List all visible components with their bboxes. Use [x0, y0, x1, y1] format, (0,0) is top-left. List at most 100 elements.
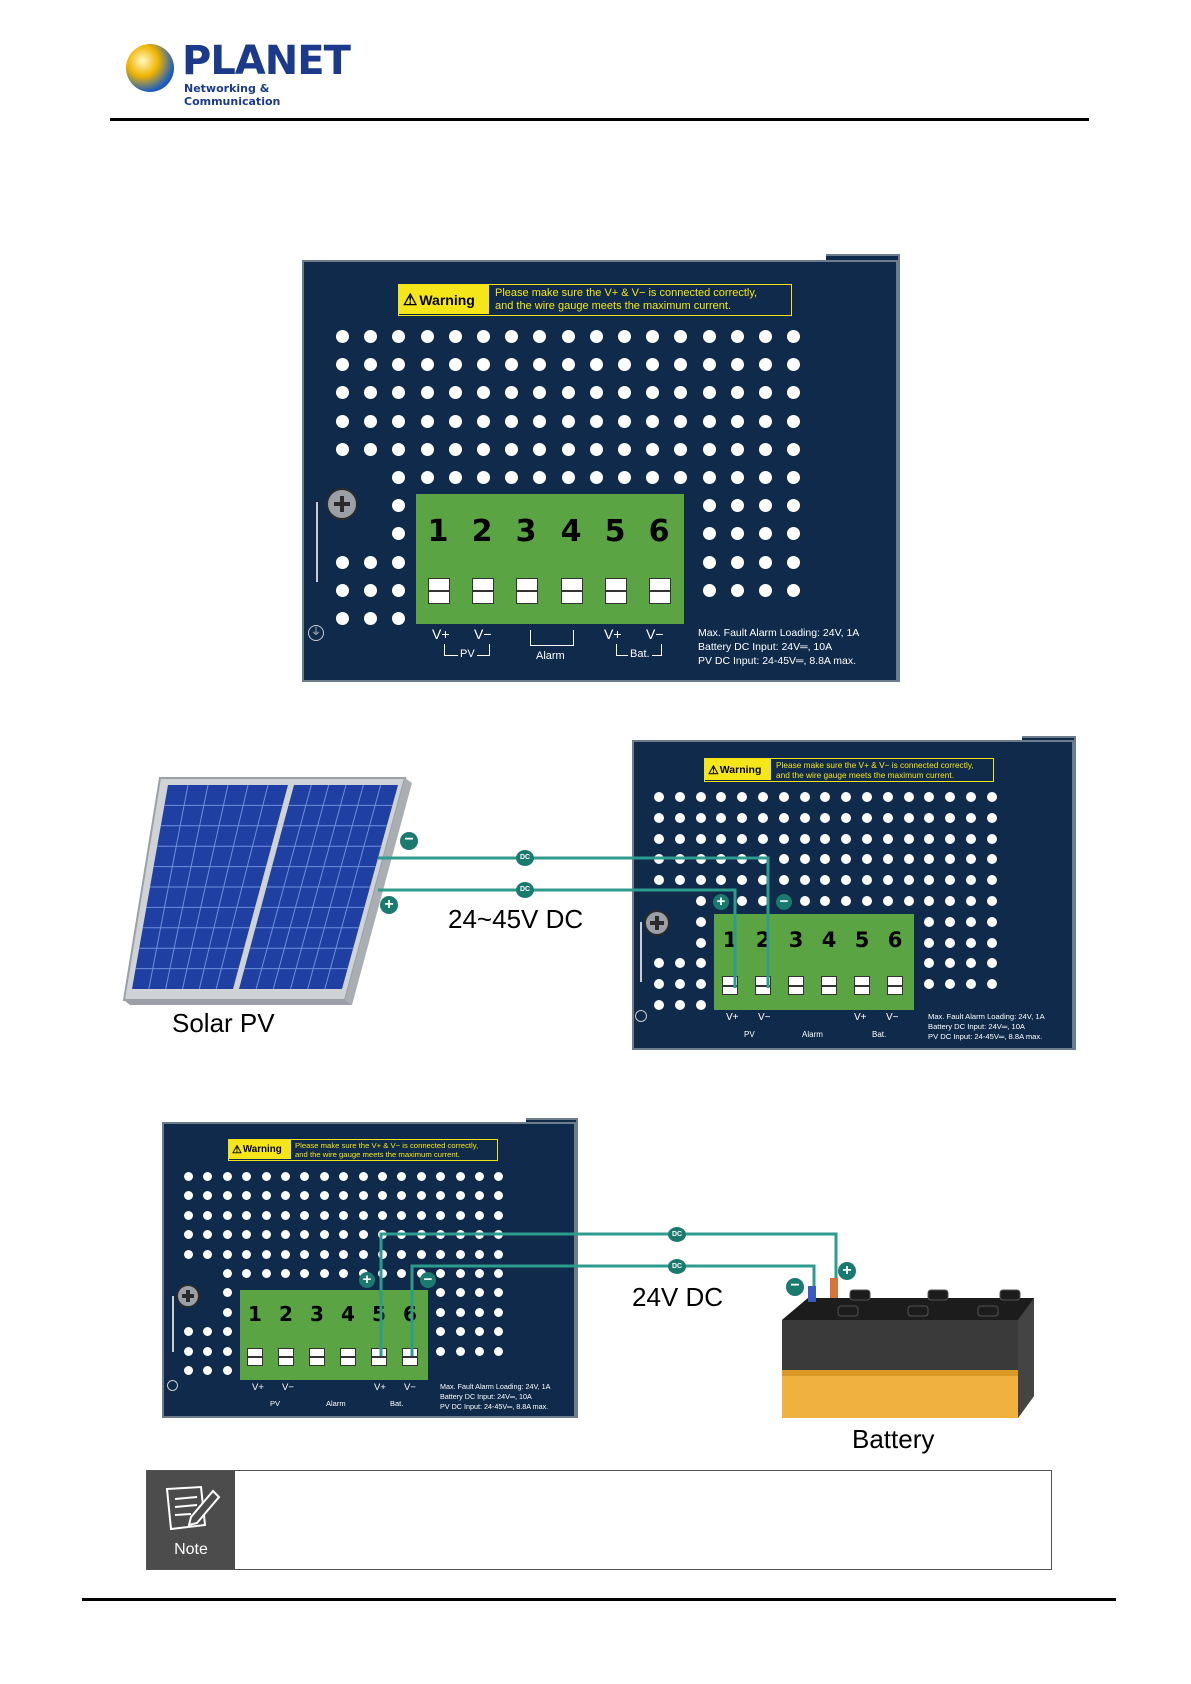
vent-hole — [882, 896, 893, 906]
terminal-socket[interactable] — [402, 1348, 418, 1366]
vent-hole — [300, 1230, 310, 1240]
vent-hole — [475, 1172, 484, 1181]
vent-hole — [702, 499, 716, 513]
minus-terminal-icon: − — [420, 1272, 436, 1288]
vent-hole — [378, 1172, 387, 1181]
vent-hole — [730, 386, 744, 400]
warning-triangle-icon: ⚠ — [403, 291, 418, 309]
vent-hole — [364, 358, 378, 372]
terminal-socket[interactable] — [561, 578, 583, 604]
vent-hole — [702, 442, 716, 456]
vent-hole — [674, 414, 688, 428]
vent-hole — [945, 896, 956, 906]
vent-hole — [448, 330, 462, 343]
vent-hole — [300, 1269, 310, 1278]
vent-hole — [392, 555, 406, 569]
vent-hole — [364, 612, 378, 625]
vent-hole — [737, 896, 748, 906]
logo-tagline: Networking & Communication — [184, 82, 281, 108]
terminal-socket[interactable] — [887, 976, 903, 995]
vent-hole — [986, 937, 997, 948]
vent-hole — [945, 833, 956, 844]
vent-hole — [203, 1210, 213, 1220]
terminal-socket[interactable] — [821, 976, 837, 995]
vent-hole — [787, 414, 801, 428]
vent-hole — [505, 386, 519, 400]
vent-hole — [336, 386, 349, 400]
terminal-socket[interactable] — [247, 1348, 263, 1366]
vent-hole — [448, 471, 462, 484]
vent-hole — [589, 414, 603, 428]
vent-hole — [184, 1249, 193, 1259]
vent-hole — [336, 442, 349, 456]
vent-hole — [561, 471, 575, 484]
vent-hole — [561, 386, 575, 400]
terminal-socket[interactable] — [472, 578, 494, 604]
terminal-number: 5 — [854, 928, 870, 952]
terminal-socket[interactable] — [428, 578, 450, 604]
vent-hole — [758, 875, 768, 886]
vent-hole — [561, 330, 575, 343]
vent-hole — [448, 414, 462, 428]
vent-hole — [475, 1210, 484, 1220]
terminal-socket[interactable] — [649, 578, 671, 604]
vent-hole — [455, 1327, 465, 1337]
terminal-socket[interactable] — [854, 976, 870, 995]
terminal-socket[interactable] — [340, 1348, 356, 1366]
vent-hole — [778, 792, 789, 802]
vent-hole — [759, 499, 772, 513]
terminal-number: 6 — [648, 514, 670, 549]
vent-hole — [300, 1191, 310, 1201]
vent-hole — [882, 792, 893, 802]
vent-hole — [966, 896, 976, 906]
terminal-socket[interactable] — [788, 976, 804, 995]
vent-hole — [416, 1249, 426, 1259]
battery-plus-icon: + — [838, 1262, 856, 1280]
vent-hole — [841, 875, 852, 886]
vent-hole — [477, 330, 490, 343]
warning-line-1: Please make sure the V+ & V− is connecte… — [776, 760, 974, 770]
vent-hole — [448, 442, 462, 456]
vent-hole — [966, 979, 976, 990]
terminal-socket[interactable] — [516, 578, 538, 604]
terminal-socket[interactable] — [309, 1348, 325, 1366]
vent-hole — [730, 442, 744, 456]
terminal-socket[interactable] — [605, 578, 627, 604]
vent-hole — [477, 471, 490, 484]
vent-hole — [358, 1191, 368, 1201]
vent-hole — [862, 875, 872, 886]
vent-hole — [589, 358, 603, 372]
vent-hole — [448, 358, 462, 372]
vent-hole — [695, 896, 706, 906]
vent-hole — [494, 1191, 504, 1201]
vent-hole — [589, 386, 603, 400]
terminal-panel-large: ⚠ Warning Please make sure the V+ & V− i… — [302, 254, 900, 682]
vent-hole — [695, 833, 706, 844]
terminal-socket[interactable] — [278, 1348, 294, 1366]
vent-hole — [759, 386, 772, 400]
vent-hole — [364, 330, 378, 343]
pin-label-bat-minus: V− — [886, 1012, 899, 1023]
vent-hole — [416, 1191, 426, 1201]
dc-wire-tag: DC — [516, 882, 534, 898]
vent-hole — [966, 916, 976, 927]
terminal-socket[interactable] — [371, 1348, 387, 1366]
vent-hole — [924, 875, 935, 886]
pin-label-bat-minus: V− — [404, 1382, 416, 1393]
warning-triangle-icon: ⚠ — [232, 1144, 242, 1156]
group-label-bat: Bat. — [390, 1399, 404, 1408]
warning-line-2: and the wire gauge meets the maximum cur… — [495, 300, 732, 312]
vent-hole — [184, 1366, 193, 1375]
vent-hole — [397, 1172, 407, 1181]
note-icon-panel: Note — [147, 1471, 235, 1569]
vent-hole — [436, 1172, 446, 1181]
vent-hole — [203, 1172, 213, 1181]
vent-hole — [505, 471, 519, 484]
vent-hole — [494, 1327, 504, 1337]
vent-hole — [903, 792, 914, 802]
vent-hole — [300, 1210, 310, 1220]
vent-hole — [799, 792, 810, 802]
planet-logo: PLANET Networking & Communication — [126, 38, 351, 108]
vent-hole — [339, 1172, 349, 1181]
vent-hole — [203, 1191, 213, 1201]
